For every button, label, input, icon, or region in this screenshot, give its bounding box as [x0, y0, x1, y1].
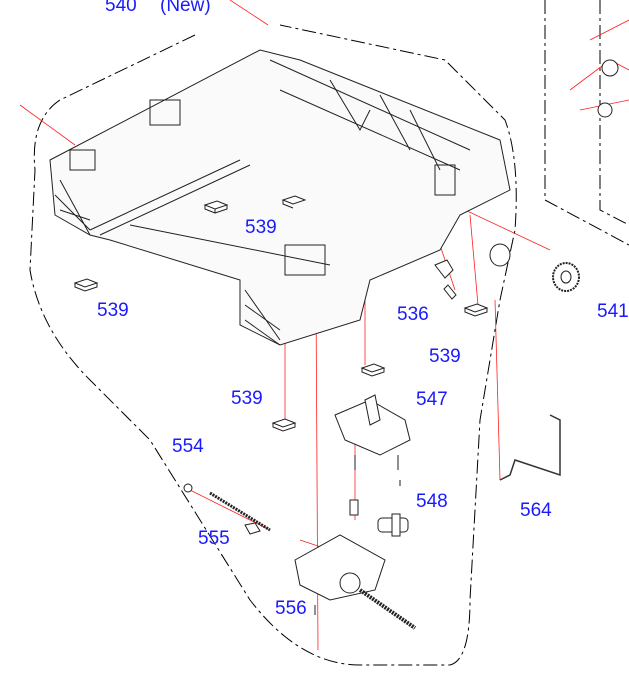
part-556: [294, 534, 417, 630]
callout-536: 536: [397, 304, 429, 325]
assembly-boundary: [29, 24, 517, 666]
callout-new: (New): [160, 0, 211, 16]
adjacent-assembly-outline: [544, 0, 629, 246]
callout-548: 548: [416, 491, 448, 512]
callout-539: 539: [245, 217, 277, 238]
callout-555: 555: [198, 528, 230, 549]
part-536: [434, 259, 457, 300]
main-tray-frame: [49, 49, 511, 346]
part-548-roller: [349, 499, 409, 537]
callout-556: 556: [275, 598, 307, 619]
callout-539: 539: [97, 300, 129, 321]
foot-pads-539: [73, 195, 489, 432]
callout-539: 539: [231, 388, 263, 409]
callout-554: 554: [172, 436, 204, 457]
callout-539: 539: [429, 346, 461, 367]
callout-547: 547: [416, 389, 448, 410]
part-547: [334, 394, 411, 486]
callout-540: 540: [105, 0, 137, 16]
part-564-bracket: [499, 414, 561, 481]
part-554-555: [183, 483, 271, 535]
callout-564: 564: [520, 500, 552, 521]
part-541-gear: [489, 59, 619, 292]
callout-541: 541: [597, 301, 629, 322]
